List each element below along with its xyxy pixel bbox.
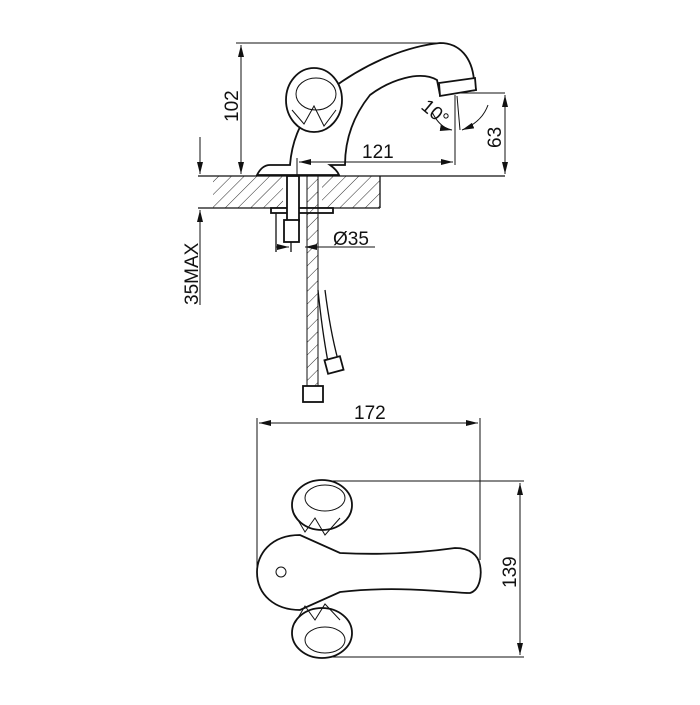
countertop <box>198 175 505 209</box>
dim-hole-diameter-label: Ø35 <box>333 229 369 250</box>
knob-top-lower <box>291 603 353 659</box>
dimension-lines-side <box>197 42 508 305</box>
side-view: 102 10° 121 63 Ø35 35MAX <box>182 42 508 403</box>
faucet-body-top <box>256 534 482 611</box>
knob-side <box>285 67 343 133</box>
dim-depth-label: 139 <box>500 556 521 588</box>
dim-spout-height-label: 63 <box>485 127 506 148</box>
mounting-hardware <box>270 175 334 252</box>
dim-angle-label: 10° <box>417 96 453 131</box>
supply-hoses <box>302 175 345 403</box>
dim-width-label: 172 <box>354 403 386 424</box>
knob-top-upper <box>291 479 353 536</box>
dim-reach-label: 121 <box>362 142 394 163</box>
dimension-lines-top <box>256 418 524 658</box>
dim-height-label: 102 <box>222 90 243 122</box>
top-view: 172 139 <box>256 403 524 659</box>
dim-max-thickness-label: 35MAX <box>182 242 203 305</box>
